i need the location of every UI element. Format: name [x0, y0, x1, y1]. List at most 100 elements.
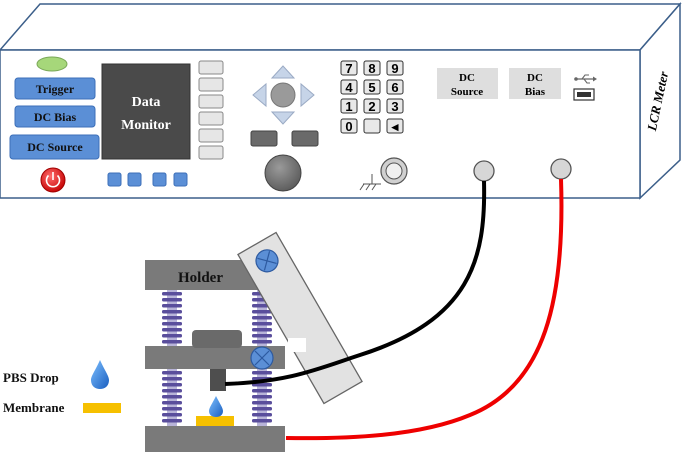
dark-key-left[interactable]: [250, 130, 278, 147]
keypad-key[interactable]: 4: [340, 79, 358, 95]
screen-line-2: Monitor: [121, 118, 171, 133]
keypad-key[interactable]: 2: [363, 98, 381, 114]
soft-key[interactable]: [198, 145, 224, 160]
bottom-key[interactable]: [107, 172, 122, 187]
arrow-right-icon[interactable]: [300, 82, 315, 108]
keypad-key[interactable]: 3: [386, 98, 404, 114]
spring-coil: [252, 322, 272, 326]
soft-key[interactable]: [198, 60, 224, 75]
spring-coil: [162, 389, 182, 393]
power-button[interactable]: [40, 167, 66, 193]
soft-key[interactable]: [198, 128, 224, 143]
meter-top-face: [0, 3, 682, 51]
membrane-label: Membrane: [3, 400, 65, 415]
direction-pad: [252, 65, 315, 125]
keypad-key-label: 3: [391, 99, 398, 114]
keypad-key-label: 6: [391, 80, 398, 95]
spring-coil: [162, 340, 182, 344]
dark-key-right[interactable]: [291, 130, 319, 147]
keypad-key-label: 9: [391, 61, 398, 76]
dc-bias-label: DC Bias: [34, 110, 77, 124]
black-wire: [224, 180, 487, 386]
arrow-down-icon[interactable]: [270, 111, 296, 125]
keypad-key[interactable]: 9: [386, 60, 404, 76]
data-monitor-screen: [101, 63, 191, 160]
spring-coil: [162, 292, 182, 296]
clamp-arm: [237, 231, 363, 405]
spring-coil: [252, 316, 272, 320]
keypad-key[interactable]: ◂: [386, 118, 404, 134]
keypad-key[interactable]: 6: [386, 79, 404, 95]
middle-plate: [145, 346, 285, 369]
arrow-up-icon[interactable]: [270, 65, 296, 79]
keypad-dot-key[interactable]: [363, 118, 381, 134]
red-wire: [285, 178, 564, 441]
dpad-center-button[interactable]: [270, 82, 296, 108]
trigger-label: Trigger: [36, 82, 75, 96]
bottom-plate: [145, 426, 285, 452]
springs: [162, 290, 272, 426]
soft-key-column: [198, 60, 224, 160]
spring-coil: [162, 322, 182, 326]
soft-key[interactable]: [198, 94, 224, 109]
soft-key[interactable]: [198, 111, 224, 126]
keypad-key[interactable]: 0: [340, 118, 358, 134]
pbs-drop-label: PBS Drop: [3, 370, 59, 385]
spring-coil: [162, 377, 182, 381]
keypad-key-label: 7: [345, 61, 352, 76]
bottom-key-row: [107, 172, 188, 187]
spring-coil: [162, 407, 182, 411]
spring-coil: [252, 407, 272, 411]
rotary-knob[interactable]: [264, 154, 302, 192]
spring-coil: [162, 371, 182, 375]
spring-coil: [162, 304, 182, 308]
dc-bias-button[interactable]: DC Bias: [14, 105, 96, 128]
dc-source-connector[interactable]: [473, 160, 495, 182]
spring-coil: [162, 334, 182, 338]
spring-coil: [162, 328, 182, 332]
spring-coil: [252, 419, 272, 423]
arrow-left-icon[interactable]: [252, 82, 267, 108]
keypad-key[interactable]: 8: [363, 60, 381, 76]
status-led: [36, 56, 68, 72]
spring-coil: [162, 310, 182, 314]
trigger-button[interactable]: Trigger: [14, 77, 96, 100]
dc-bias-port-line-2: Bias: [525, 86, 546, 98]
spring-coil: [252, 328, 272, 332]
spring-coil: [252, 389, 272, 393]
dc-bias-connector[interactable]: [550, 158, 572, 180]
spring-coil: [162, 395, 182, 399]
power-icon: [45, 174, 61, 188]
spring-coil: [162, 298, 182, 302]
test-fixture: Holder: [145, 231, 363, 452]
keypad-key-label: ◂: [391, 119, 399, 134]
lcr-meter: LCR Meter Trigger DC Bias DC Source Data…: [0, 1, 682, 200]
bottom-key[interactable]: [173, 172, 188, 187]
keypad-key-label: 8: [368, 61, 375, 76]
keypad-key[interactable]: 7: [340, 60, 358, 76]
dc-bias-port-line-1: DC: [527, 72, 543, 84]
dc-source-button[interactable]: DC Source: [9, 134, 100, 160]
spring-coil: [162, 316, 182, 320]
screen-line-1: Data: [132, 95, 161, 110]
spring-coil: [162, 413, 182, 417]
bottom-key[interactable]: [127, 172, 142, 187]
bottom-key[interactable]: [152, 172, 167, 187]
keypad-key[interactable]: 1: [340, 98, 358, 114]
keypad-key[interactable]: 5: [363, 79, 381, 95]
keypad-key-label: 4: [345, 80, 353, 95]
dc-source-port-label-box: [437, 68, 498, 99]
keypad-key-label: 1: [345, 99, 352, 114]
ground-icon: [359, 174, 381, 191]
spring-coil: [252, 383, 272, 387]
spring-coil: [252, 401, 272, 405]
spring-coil: [162, 401, 182, 405]
pbs-drop-icon: [91, 360, 109, 389]
middle-screw-icon: [250, 346, 274, 370]
soft-key[interactable]: [198, 77, 224, 92]
dc-source-port-line-1: DC: [459, 72, 475, 84]
membrane-sample: [196, 416, 234, 426]
spring-coil: [252, 413, 272, 417]
